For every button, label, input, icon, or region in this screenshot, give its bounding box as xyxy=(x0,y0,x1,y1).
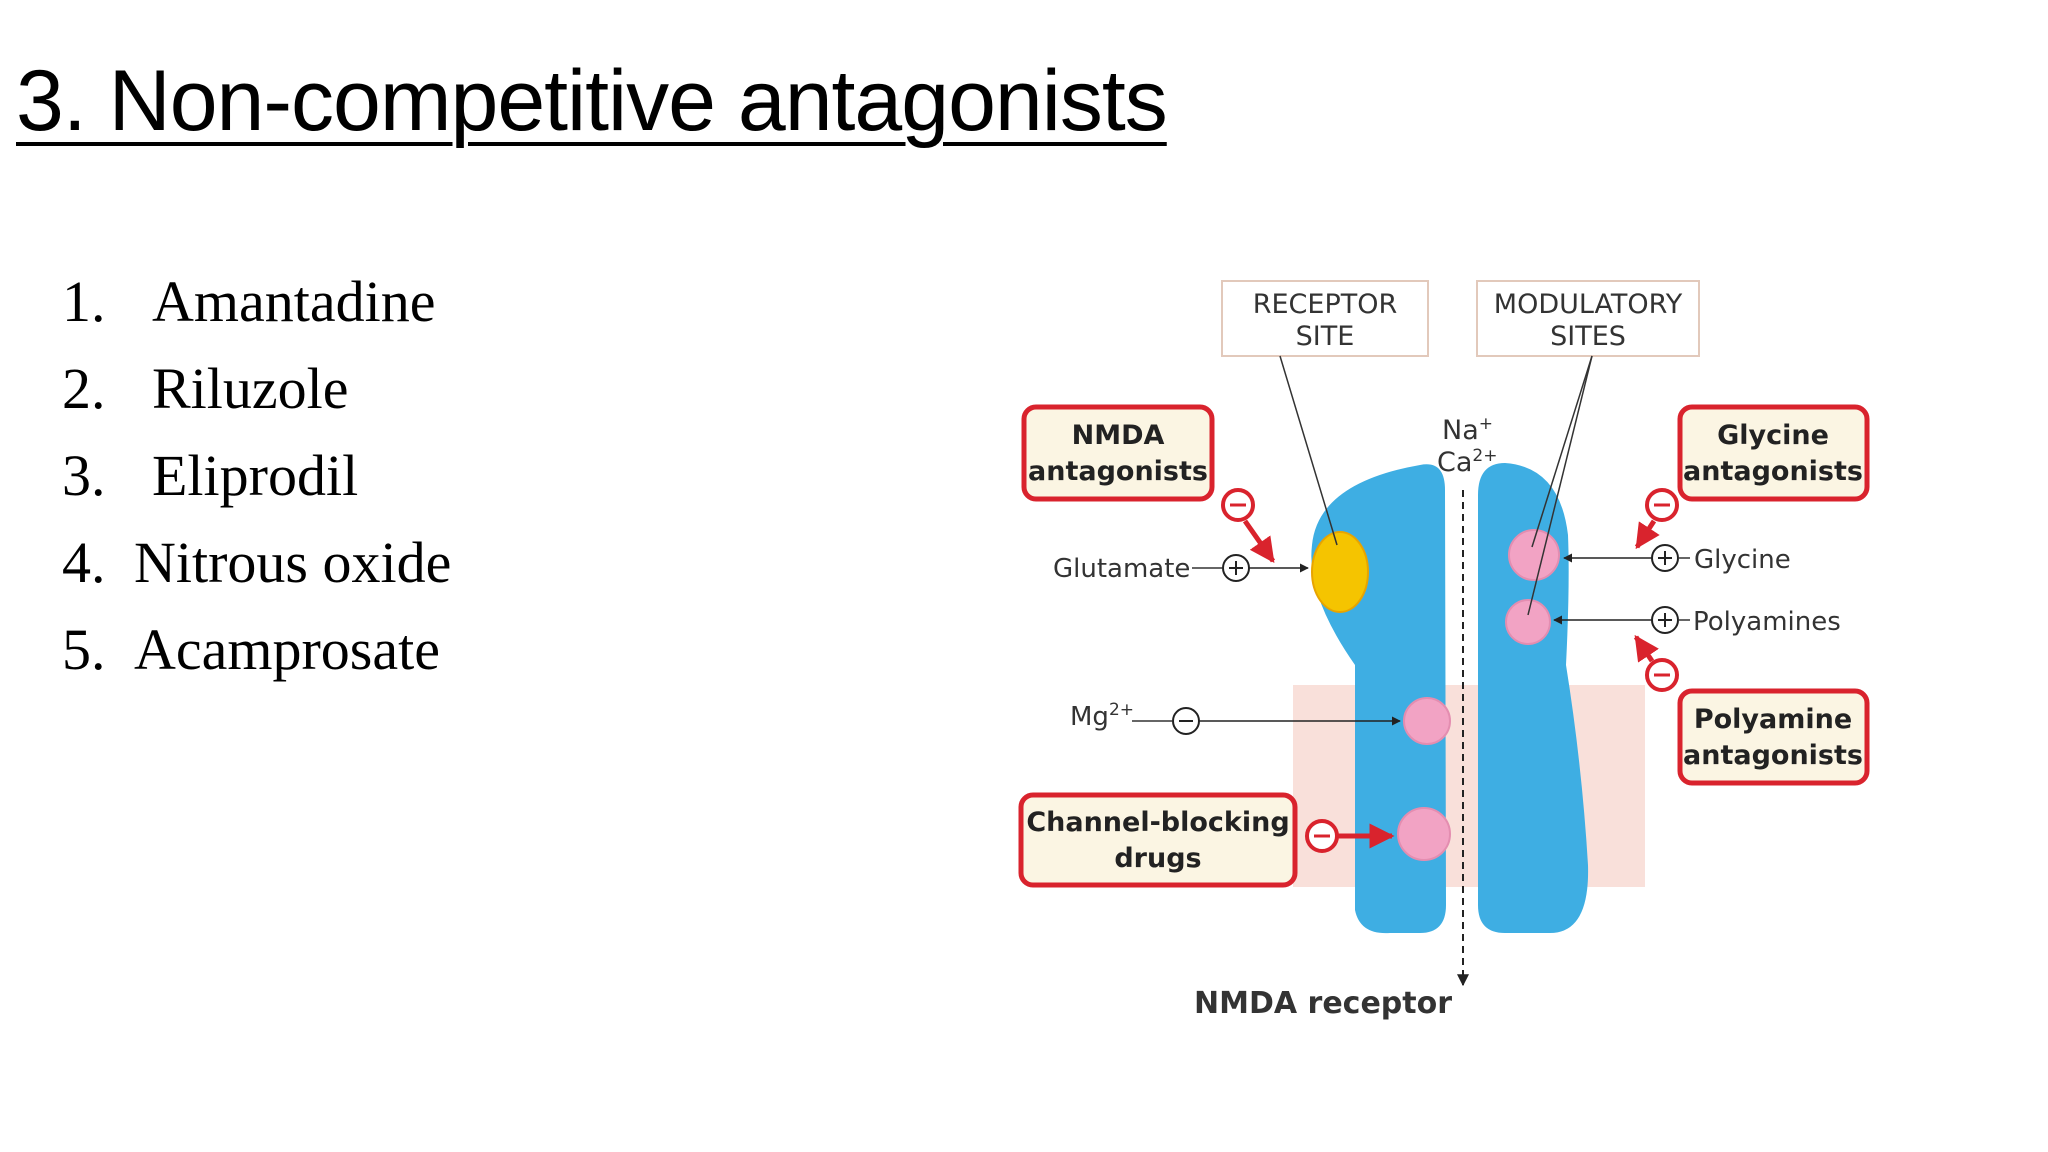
receptor-site-pointer xyxy=(1279,355,1338,546)
drug-name: Amantadine xyxy=(152,269,436,334)
mg-site xyxy=(1403,697,1451,745)
glycine-antagonists-box xyxy=(1677,404,1870,502)
glycine-site xyxy=(1508,529,1560,581)
polyamines-label: Polyamines xyxy=(1693,607,1841,637)
receptor-site-label-line1: RECEPTOR xyxy=(1253,289,1398,320)
nmda-receptor-diagram: Na+ Ca2+ RECEPTOR SITE MODULATORY SITES … xyxy=(1018,280,1870,1021)
modulatory-sites-label-line1: MODULATORY xyxy=(1494,289,1683,320)
channel-blocker-site xyxy=(1397,807,1451,861)
glutamate-receptor-site xyxy=(1311,531,1369,613)
channel-blocking-drugs-box xyxy=(1018,792,1298,888)
list-item: 4. Nitrous oxide xyxy=(62,519,451,606)
drug-name: Riluzole xyxy=(152,356,349,421)
drug-name: Acamprosate xyxy=(134,617,440,682)
list-number: 1. xyxy=(62,269,106,334)
polyamine-site xyxy=(1505,599,1551,645)
modulatory-site-pointer-1 xyxy=(1531,355,1593,548)
list-number: 5. xyxy=(62,617,106,682)
nmda-antagonists-line2: antagonists xyxy=(1028,456,1208,487)
list-item: 1. Amantadine xyxy=(62,258,451,345)
list-item: 2. Riluzole xyxy=(62,345,451,432)
magnesium-label: Mg2+ xyxy=(1070,700,1134,732)
glycine-label: Glycine xyxy=(1694,545,1791,575)
receptor-right-subunit xyxy=(1478,463,1589,933)
list-number: 4. xyxy=(62,530,106,595)
page-title: 3. Non-competitive antagonists xyxy=(16,53,1168,149)
polyamine-antagonists-line1: Polyamine xyxy=(1694,704,1852,735)
polyamine-antagonists-box xyxy=(1677,688,1870,786)
modulatory-site-pointer-2 xyxy=(1527,355,1593,616)
list-item: 3. Eliprodil xyxy=(62,432,451,519)
sodium-ion-label: Na+ xyxy=(1442,414,1493,446)
calcium-ion-label: Ca2+ xyxy=(1437,446,1497,478)
modulatory-sites-label-box xyxy=(1476,280,1700,357)
nmda-receptor-caption: NMDA receptor xyxy=(1194,986,1452,1021)
receptor-site-label-line2: SITE xyxy=(1296,321,1355,352)
channel-blocking-line1: Channel-blocking xyxy=(1026,807,1289,838)
drug-name: Eliprodil xyxy=(152,443,359,508)
list-number: 3. xyxy=(62,443,106,508)
polyamine-antagonists-line2: antagonists xyxy=(1683,740,1863,771)
drug-list: 1. Amantadine 2. Riluzole 3. Eliprodil 4. Ni… xyxy=(62,258,451,693)
glycine-antagonists-line2: antagonists xyxy=(1683,456,1863,487)
inhibition-arrow xyxy=(1634,519,1660,550)
channel-blocking-line2: drugs xyxy=(1114,843,1201,874)
drug-name: Nitrous oxide xyxy=(134,530,452,595)
modulatory-sites-label-line2: SITES xyxy=(1550,321,1626,352)
inhibition-arrow xyxy=(1242,519,1276,564)
receptor-site-label-box xyxy=(1221,280,1429,357)
cell-membrane xyxy=(1293,685,1645,887)
nmda-antagonists-line1: NMDA xyxy=(1072,420,1165,451)
nmda-antagonists-box xyxy=(1021,404,1215,502)
list-number: 2. xyxy=(62,356,106,421)
glutamate-label: Glutamate xyxy=(1053,554,1190,584)
inhibition-arrow xyxy=(1633,634,1659,663)
list-item: 5. Acamprosate xyxy=(62,606,451,693)
glycine-antagonists-line1: Glycine xyxy=(1717,420,1829,451)
